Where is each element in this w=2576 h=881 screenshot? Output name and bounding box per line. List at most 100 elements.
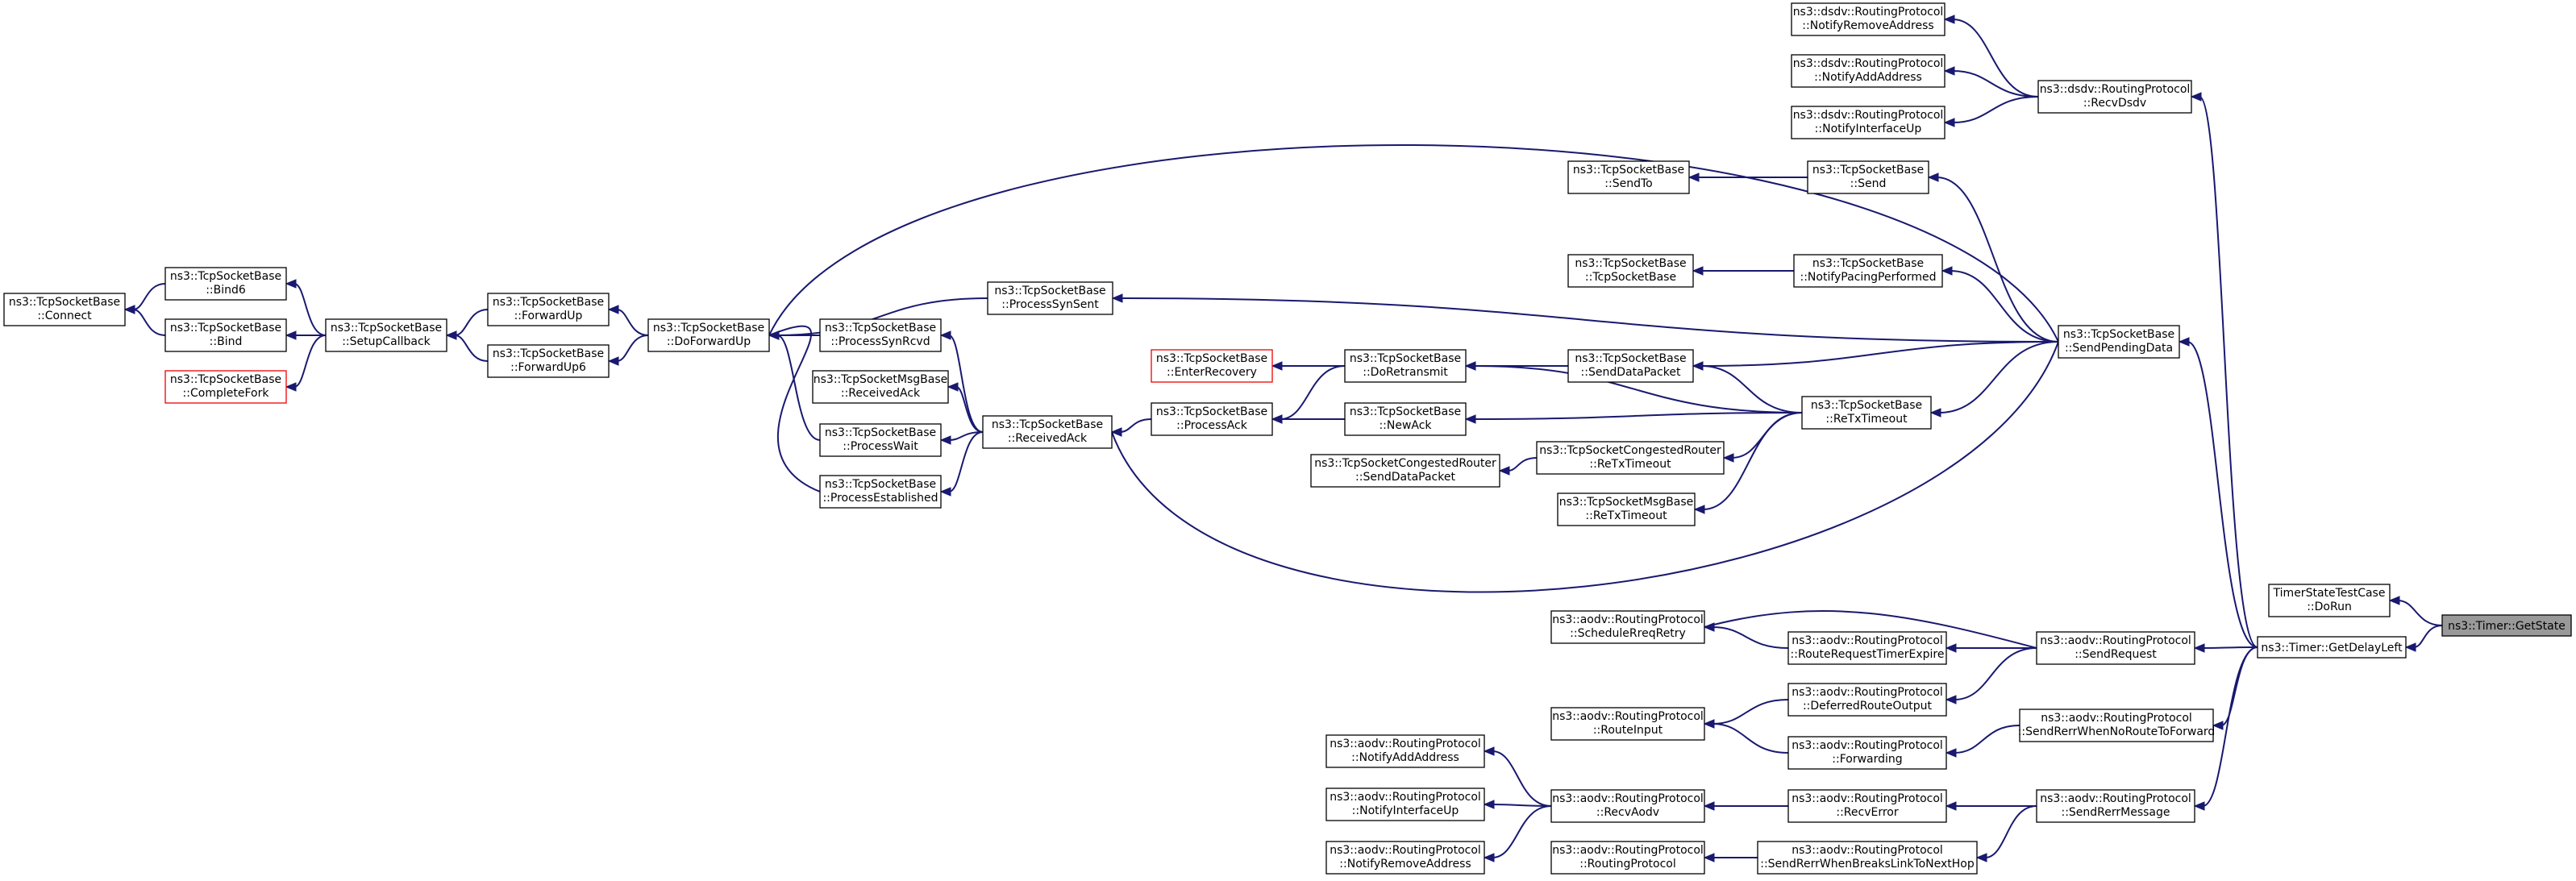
node-forwarding[interactable]: ns3::aodv::RoutingProtocol::Forwarding (1787, 736, 1947, 770)
node-forwardup6[interactable]: ns3::TcpSocketBase::ForwardUp6 (487, 344, 610, 378)
node-label: TimerStateTestCase (2273, 587, 2386, 600)
node-label: ns3::aodv::RoutingProtocol (2040, 634, 2191, 647)
edge-getstate-to-getdelayleft (2404, 625, 2443, 652)
node-label: ns3::TcpSocketCongestedRouter (1314, 457, 1496, 470)
node-setupcallback[interactable]: ns3::TcpSocketBase::SetupCallback (325, 318, 447, 352)
node-label: ns3::TcpSocketBase (170, 270, 281, 283)
edge-sendrerrbreaks-to-aodvroutingprotocol (1703, 853, 1758, 862)
edge-processestablished-to-doforwardup (768, 325, 821, 492)
node-label: ::ReceivedAck (841, 387, 921, 400)
edge-sendrerrnoroute-to-forwarding (1945, 725, 2020, 758)
node-dsdvnotifyif[interactable]: ns3::dsdv::RoutingProtocol::NotifyInterf… (1791, 106, 1946, 139)
node-label: ::RecvAodv (1596, 806, 1659, 819)
node-label: ::ScheduleRreqRetry (1570, 627, 1686, 640)
node-getdelayleft[interactable]: ns3::Timer::GetDelayLeft (2257, 636, 2407, 659)
node-sendrerrmessage[interactable]: ns3::aodv::RoutingProtocol::SendRerrMess… (2036, 789, 2195, 823)
node-doretransmit[interactable]: ns3::TcpSocketBase::DoRetransmit (1344, 349, 1467, 383)
edge-recvdsdv-to-dsdvnotifyadd (1943, 66, 2039, 98)
node-label: ::RouteRequestTimerExpire (1791, 648, 1945, 661)
node-label: ::NotifyAddAddress (1814, 71, 1922, 84)
node-enterrecovery[interactable]: ns3::TcpSocketBase::EnterRecovery (1151, 349, 1273, 383)
node-recvaodv[interactable]: ns3::aodv::RoutingProtocol::RecvAodv (1550, 789, 1705, 823)
node-label: ::Connect (37, 310, 92, 322)
node-label: ns3::aodv::RoutingProtocol (1792, 634, 1943, 647)
node-deferredroute[interactable]: ns3::aodv::RoutingProtocol::DeferredRout… (1787, 683, 1947, 717)
node-msgreceivedack[interactable]: ns3::TcpSocketMsgBase::ReceivedAck (812, 370, 949, 404)
node-aodvnotifyremove[interactable]: ns3::aodv::RoutingProtocol::NotifyRemove… (1325, 841, 1485, 875)
node-dsdvnotifyremove[interactable]: ns3::dsdv::RoutingProtocol::NotifyRemove… (1791, 2, 1946, 36)
node-routeinput[interactable]: ns3::aodv::RoutingProtocol::RouteInput (1550, 707, 1705, 741)
node-label: ns3::TcpSocketBase (1811, 399, 1922, 412)
node-label: ::NotifyInterfaceUp (1815, 123, 1922, 135)
node-label: ns3::TcpSocketMsgBase (814, 373, 947, 386)
node-processestablished[interactable]: ns3::TcpSocketBase::ProcessEstablished (819, 475, 942, 509)
node-processsynrcvd[interactable]: ns3::TcpSocketBase::ProcessSynRcvd (819, 318, 942, 352)
node-bind6[interactable]: ns3::TcpSocketBase::Bind6 (164, 267, 287, 301)
node-aodvnotifyif[interactable]: ns3::aodv::RoutingProtocol::NotifyInterf… (1325, 787, 1485, 821)
node-label: ns3::TcpSocketBase (2063, 328, 2174, 341)
node-msgretxtimeout[interactable]: ns3::TcpSocketMsgBase::ReTxTimeout (1557, 492, 1696, 526)
node-processack[interactable]: ns3::TcpSocketBase::ProcessAck (1151, 402, 1273, 436)
edge-sendpendingdata-to-doforwardup (768, 143, 2059, 343)
node-bind[interactable]: ns3::TcpSocketBase::Bind (164, 318, 287, 352)
node-sendto[interactable]: ns3::TcpSocketBase::SendTo (1567, 160, 1690, 194)
node-label: ns3::TcpSocketBase (825, 478, 936, 491)
node-recverror[interactable]: ns3::aodv::RoutingProtocol::RecvError (1787, 789, 1947, 823)
node-sendrerrbreaks[interactable]: ns3::aodv::RoutingProtocol::SendRerrWhen… (1757, 841, 1978, 875)
edge-notifypacing-to-tcpsocketbase (1692, 266, 1794, 276)
node-label: ns3::TcpSocketBase (493, 296, 604, 309)
node-senddatapacket[interactable]: ns3::TcpSocketBase::SendDataPacket (1567, 349, 1694, 383)
edge-retxtimeout-to-doretransmit (1464, 361, 1803, 413)
node-timerstatetest[interactable]: TimerStateTestCase::DoRun (2268, 584, 2391, 617)
node-doforwardup[interactable]: ns3::TcpSocketBase::DoForwardUp (647, 318, 770, 352)
node-label: ns3::TcpSocketBase (1573, 164, 1684, 177)
node-aodvnotifyadd[interactable]: ns3::aodv::RoutingProtocol::NotifyAddAdd… (1325, 734, 1485, 768)
node-recvdsdv[interactable]: ns3::dsdv::RoutingProtocol::RecvDsdv (2037, 80, 2192, 114)
node-label: ns3::dsdv::RoutingProtocol (2040, 83, 2191, 96)
edge-recverror-to-recvaodv (1703, 801, 1789, 811)
node-label: ::NotifyInterfaceUp (1352, 804, 1459, 817)
edge-sendpendingdata-to-processsynsent (1111, 293, 2059, 343)
node-send[interactable]: ns3::TcpSocketBase::Send (1807, 160, 1929, 194)
node-connect[interactable]: ns3::TcpSocketBase::Connect (3, 293, 126, 326)
node-schedulerreq[interactable]: ns3::aodv::RoutingProtocol::ScheduleRreq… (1550, 610, 1705, 644)
node-label: ::SendRerrWhenNoRouteToForward (2018, 725, 2216, 738)
node-sendrerrnoroute[interactable]: ns3::aodv::RoutingProtocol::SendRerrWhen… (2018, 709, 2216, 742)
node-newack[interactable]: ns3::TcpSocketBase::NewAck (1344, 402, 1467, 436)
node-aodvroutingprotocol[interactable]: ns3::aodv::RoutingProtocol::RoutingProto… (1550, 841, 1705, 875)
edge-doretransmit-to-processack (1271, 365, 1346, 424)
node-receivedack[interactable]: ns3::TcpSocketBase::ReceivedAck (982, 415, 1113, 449)
node-label: ::TcpSocketBase (1585, 271, 1676, 284)
node-sendpendingdata[interactable]: ns3::TcpSocketBase::SendPendingData (2058, 325, 2180, 359)
node-routerequesttimer[interactable]: ns3::aodv::RoutingProtocol::RouteRequest… (1787, 631, 1947, 665)
edge-sendpendingdata-to-senddatapacket (1692, 341, 2059, 371)
node-tcpsocketbase[interactable]: ns3::TcpSocketBase::TcpSocketBase (1567, 254, 1694, 288)
node-label: ns3::aodv::RoutingProtocol (1552, 844, 1704, 857)
node-congretxtimeout[interactable]: ns3::TcpSocketCongestedRouter::ReTxTimeo… (1536, 441, 1725, 475)
edge-sendpendingdata-to-notifypacing (1941, 266, 2059, 343)
node-label: ::NotifyPacingPerformed (1800, 271, 1936, 284)
node-label: ::RecvDsdv (2083, 97, 2146, 110)
node-label: ::Send (1850, 177, 1887, 190)
node-label: ns3::TcpSocketCongestedRouter (1539, 444, 1721, 457)
node-sendrequest[interactable]: ns3::aodv::RoutingProtocol::SendRequest (2036, 631, 2195, 665)
node-forwardup[interactable]: ns3::TcpSocketBase::ForwardUp (487, 293, 610, 326)
node-processsynsent[interactable]: ns3::TcpSocketBase::ProcessSynSent (987, 281, 1113, 315)
node-congsenddatapacket[interactable]: ns3::TcpSocketCongestedRouter::SendDataP… (1310, 454, 1500, 488)
node-label: ns3::dsdv::RoutingProtocol (1793, 57, 1944, 70)
node-label: ::Bind (210, 335, 243, 348)
node-completefork[interactable]: ns3::TcpSocketBase::CompleteFork (164, 370, 287, 404)
node-retxtimeout[interactable]: ns3::TcpSocketBase::ReTxTimeout (1801, 396, 1932, 430)
edge-getstate-to-timerstatetest (2388, 596, 2443, 626)
node-label: ns3::TcpSocketBase (1350, 352, 1461, 365)
node-notifypacing[interactable]: ns3::TcpSocketBase::NotifyPacingPerforme… (1793, 254, 1943, 288)
node-label: ns3::aodv::RoutingProtocol (2041, 712, 2192, 725)
node-label: ::DeferredRouteOutput (1803, 700, 1933, 713)
node-label: ::NotifyAddAddress (1351, 751, 1459, 764)
node-dsdvnotifyadd[interactable]: ns3::dsdv::RoutingProtocol::NotifyAddAdd… (1791, 54, 1946, 88)
node-processwait[interactable]: ns3::TcpSocketBase::ProcessWait (819, 423, 942, 457)
node-label: ns3::TcpSocketBase (331, 322, 442, 335)
edge-setupcallback-to-bind (285, 330, 327, 340)
node-label: ns3::aodv::RoutingProtocol (1552, 792, 1704, 805)
node-getstate[interactable]: ns3::Timer::GetState (2441, 614, 2572, 637)
